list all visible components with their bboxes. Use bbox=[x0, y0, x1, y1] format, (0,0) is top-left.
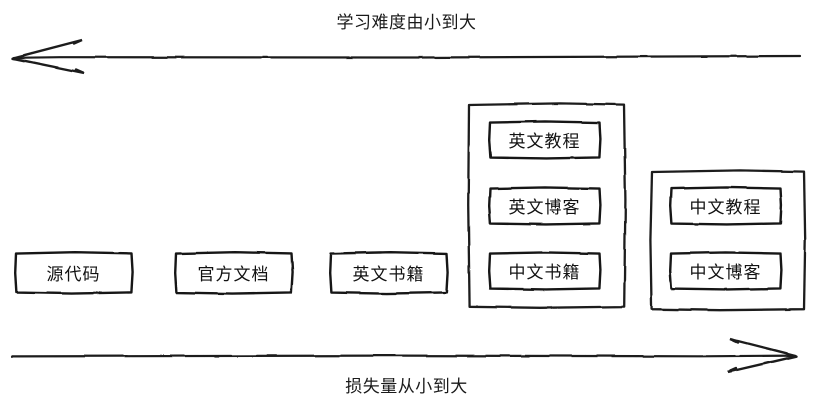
node-box-chinese-blog[interactable] bbox=[669, 251, 783, 291]
top-axis-arrow bbox=[11, 38, 802, 75]
node-label-english-tutorial[interactable]: 英文教程 bbox=[508, 132, 581, 152]
node-label-english-blog[interactable]: 英文博客 bbox=[508, 198, 581, 218]
node-label-english-books[interactable]: 英文书籍 bbox=[352, 265, 425, 285]
node-label-chinese-tutorial[interactable]: 中文教程 bbox=[689, 198, 762, 218]
node-label-official-docs[interactable]: 官方文档 bbox=[197, 265, 270, 285]
node-box-english-tutorial[interactable] bbox=[488, 120, 602, 160]
node-box-official-docs[interactable] bbox=[174, 251, 294, 295]
node-label-chinese-blog[interactable]: 中文博客 bbox=[689, 263, 762, 283]
node-box-english-books[interactable] bbox=[329, 251, 449, 295]
top-axis-label: 学习难度由小到大 bbox=[336, 13, 477, 33]
node-label-source-code[interactable]: 源代码 bbox=[46, 265, 101, 285]
bottom-axis-label: 损失量从小到大 bbox=[345, 377, 468, 397]
node-box-chinese-books[interactable] bbox=[488, 251, 602, 291]
english-resources-group[interactable] bbox=[467, 102, 627, 309]
node-label-chinese-books[interactable]: 中文书籍 bbox=[508, 263, 581, 283]
node-box-source-code[interactable] bbox=[14, 251, 134, 295]
bottom-axis-arrow bbox=[10, 337, 798, 374]
chinese-resources-group[interactable] bbox=[649, 169, 807, 312]
node-box-chinese-tutorial[interactable] bbox=[669, 186, 783, 226]
node-box-english-blog[interactable] bbox=[488, 186, 602, 226]
